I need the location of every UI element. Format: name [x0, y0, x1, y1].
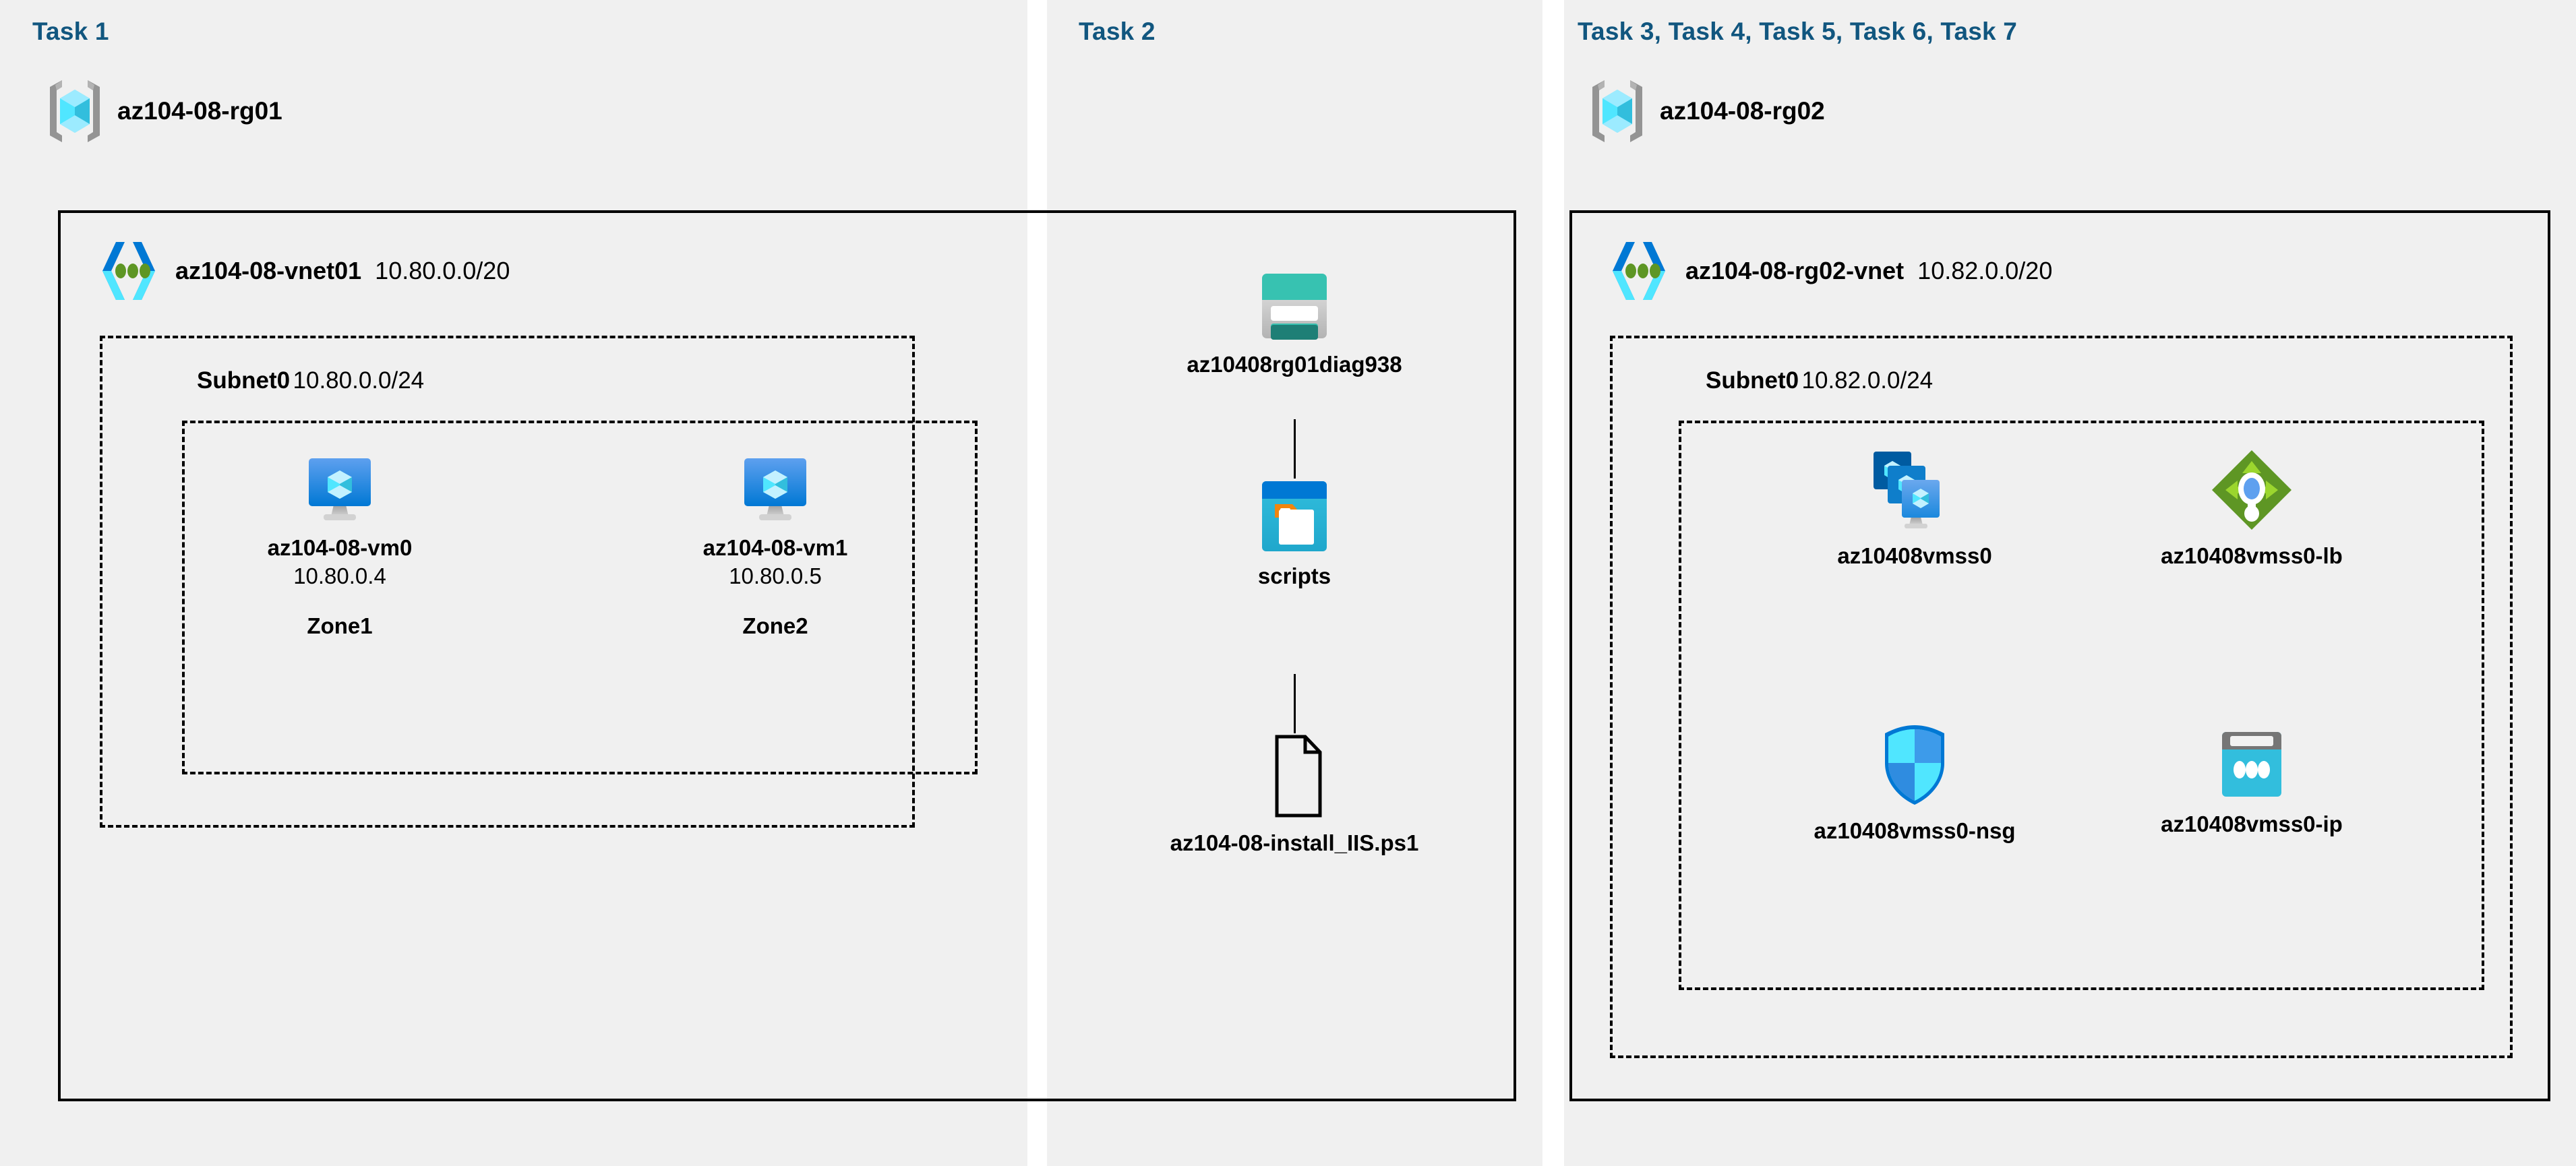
task3to7-subnet-cidr: 10.82.0.0/24 [1801, 367, 1934, 394]
resource-group-icon [1590, 78, 1645, 145]
network-security-group-icon [1874, 721, 1955, 809]
task3to7-subnet-box [1610, 336, 2513, 1058]
task1-subnet-box [100, 336, 915, 828]
virtual-network-icon [1606, 239, 1672, 303]
task3to7-subnet-name: Subnet0 [1706, 367, 1799, 394]
connector-scripts-to-file [1294, 674, 1296, 733]
task3to7-vnet-cidr: 10.82.0.0/20 [1917, 257, 2053, 284]
task3to7-resource-group-box [1679, 421, 2484, 990]
blob-container-node: scripts [1220, 479, 1369, 589]
public-ip-node: az10408vmss0-ip [2161, 728, 2343, 837]
task2-container-box [1047, 210, 1516, 1101]
task3to7-resource-group: az104-08-rg02 [1590, 78, 1825, 145]
task3to7-subnet-header: Subnet0 10.82.0.0/24 [1706, 367, 1933, 394]
vm-scale-set-icon [1871, 446, 1958, 534]
task1-vnet-cidr: 10.80.0.0/20 [375, 257, 510, 284]
storage-account-node: az10408rg01diag938 [1187, 270, 1402, 377]
virtual-machine-icon [738, 452, 812, 526]
vm-node-0-ip: 10.80.0.4 [293, 563, 386, 588]
storage-account-icon [1258, 270, 1331, 342]
vm-node-0-name: az104-08-vm0 [267, 535, 413, 560]
script-file-node: az104-08-install_IIS.ps1 [1170, 733, 1418, 856]
load-balancer-name: az10408vmss0-lb [2161, 543, 2343, 568]
task1-resource-group: az104-08-rg01 [47, 78, 282, 145]
vm-node-1-ip: 10.80.0.5 [729, 563, 822, 588]
storage-account-name: az10408rg01diag938 [1187, 352, 1402, 377]
task1-resource-group-label: az104-08-rg01 [117, 97, 282, 125]
task1-subnet-name: Subnet0 [197, 367, 291, 394]
public-ip-name: az10408vmss0-ip [2161, 811, 2343, 836]
task3to7-title: Task 3, Task 4, Task 5, Task 6, Task 7 [1578, 18, 2018, 45]
connector-storage-to-scripts [1294, 419, 1296, 479]
public-ip-address-icon [2211, 728, 2292, 802]
task3to7-panel [1564, 0, 2576, 1166]
vm-node-1-zone: Zone2 [742, 613, 808, 638]
virtual-machine-icon [303, 452, 377, 526]
script-file-name: az104-08-install_IIS.ps1 [1170, 830, 1419, 855]
load-balancer-node: az10408vmss0-lb [2161, 446, 2343, 569]
task1-panel [0, 0, 1027, 1166]
vmss-node: az10408vmss0 [1834, 446, 1996, 569]
task3to7-vnet-header: az104-08-rg02-vnet 10.82.0.0/20 [1606, 239, 2052, 303]
vm-node-1: az104-08-vm1 10.80.0.5 Zone2 [701, 452, 849, 639]
file-icon [1258, 733, 1331, 821]
vmss-name: az10408vmss0 [1837, 543, 1992, 568]
virtual-network-icon [96, 239, 162, 303]
blob-container-name: scripts [1257, 563, 1331, 588]
resource-group-icon [47, 78, 102, 145]
task1-subnet-cidr: 10.80.0.0/24 [293, 367, 425, 394]
task3to7-resource-group-label: az104-08-rg02 [1660, 97, 1825, 125]
task2-panel [1047, 0, 1542, 1166]
nsg-node: az10408vmss0-nsg [1814, 721, 2016, 844]
task1-title: Task 1 [32, 18, 109, 45]
vm-node-1-name: az104-08-vm1 [702, 535, 848, 560]
task2-title: Task 2 [1079, 18, 1156, 45]
task3to7-vnet-box [1569, 210, 2550, 1101]
task1-vnet-header: az104-08-vnet01 10.80.0.0/20 [96, 239, 510, 303]
task1-subnet-header: Subnet0 10.80.0.0/24 [197, 367, 424, 394]
nsg-name: az10408vmss0-nsg [1814, 818, 2016, 843]
vm-node-0: az104-08-vm0 10.80.0.4 Zone1 [266, 452, 414, 639]
blob-container-icon [1258, 479, 1331, 554]
task1-vm-group-box [182, 421, 978, 774]
load-balancer-icon [2208, 446, 2296, 534]
task1-vnet-name: az104-08-vnet01 [175, 257, 362, 284]
task3to7-vnet-name: az104-08-rg02-vnet [1685, 257, 1905, 284]
vm-node-0-zone: Zone1 [307, 613, 373, 638]
